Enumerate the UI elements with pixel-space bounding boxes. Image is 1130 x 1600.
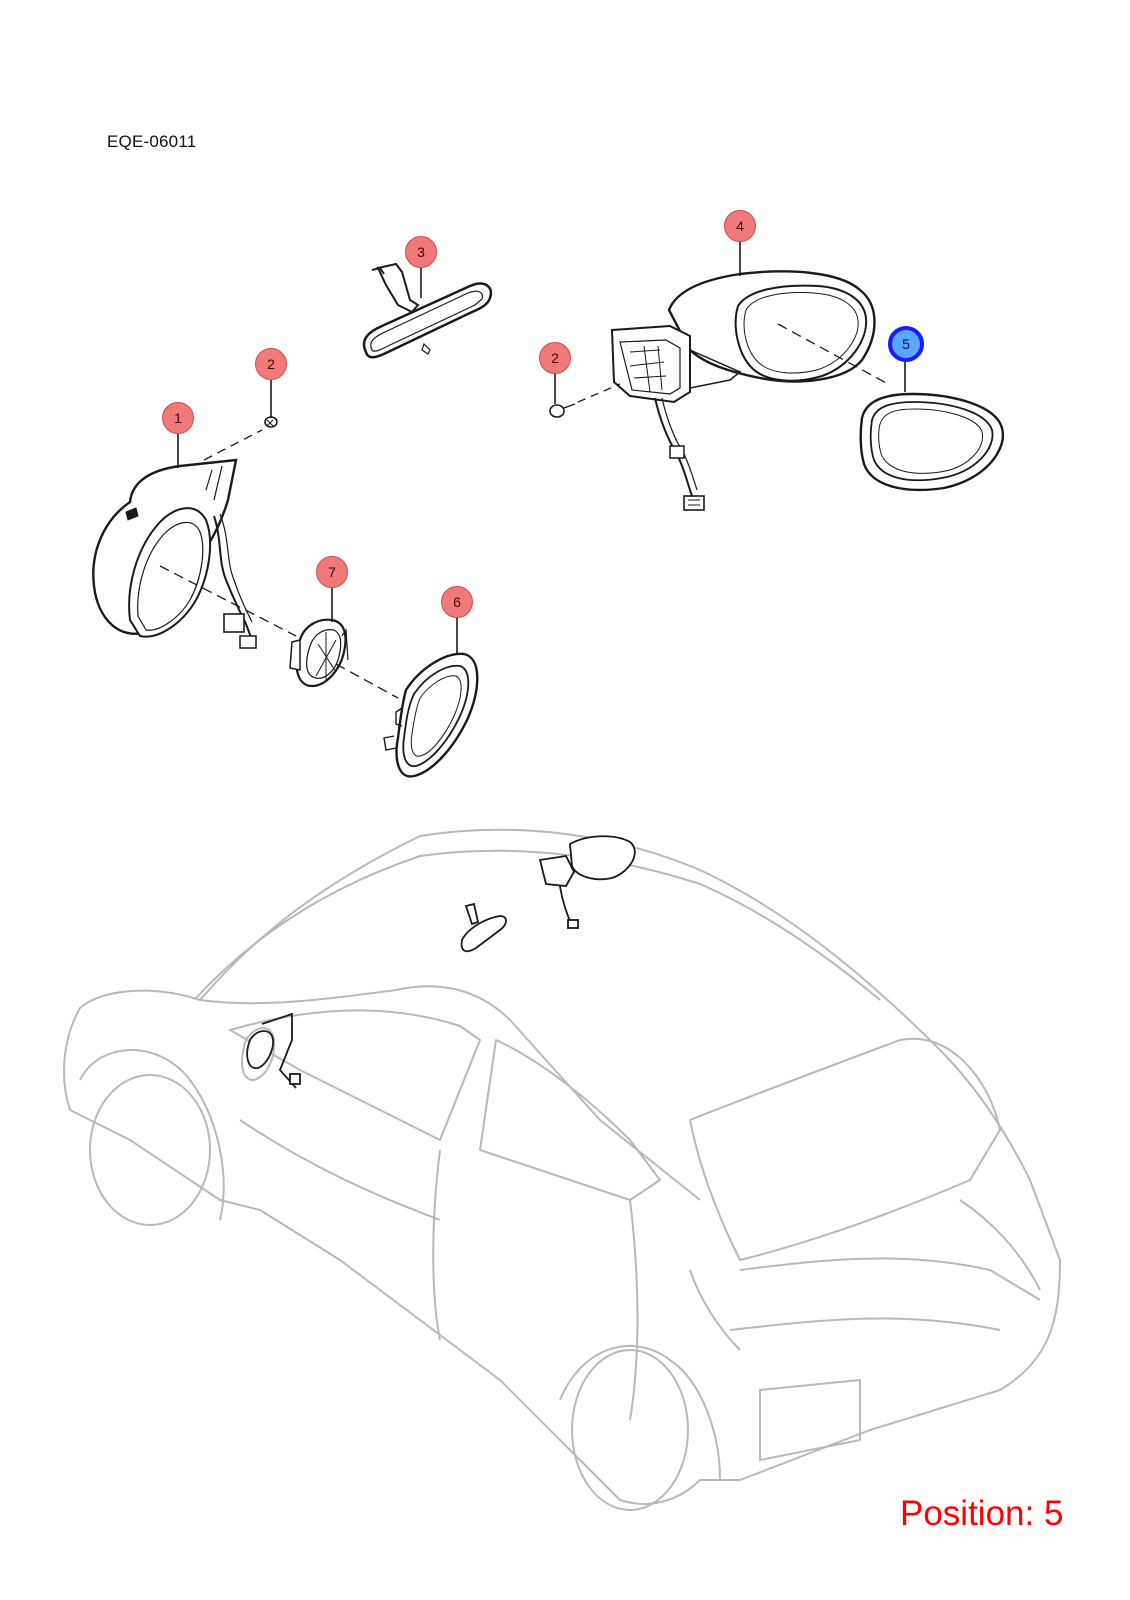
callout-5-selected[interactable]: 5 [888,326,924,362]
callout-4[interactable]: 4 [724,210,756,242]
exterior-mirror-left-part [92,429,297,649]
screw-parts [264,383,621,428]
mirror-glass-part [859,392,1005,492]
callout-1[interactable]: 1 [162,402,194,434]
callout-3[interactable]: 3 [405,236,437,268]
position-value: 5 [1043,1494,1064,1533]
callout-6[interactable]: 6 [441,586,473,618]
interior-mirror-part [362,262,493,359]
callout-leader-lines [177,240,906,654]
mirror-actuator-part [289,618,399,699]
callout-2-left[interactable]: 2 [255,348,287,380]
diagram-code-label: EQE-06011 [107,132,197,151]
vehicle-mirror-locations [246,835,636,1089]
callout-2-right[interactable]: 2 [539,342,571,374]
mirror-frame-part [383,652,479,778]
exterior-mirror-right-part [610,270,889,511]
callout-7[interactable]: 7 [316,556,348,588]
vehicle-outline [63,828,1061,1511]
position-readout: Position: 5 [900,1494,1063,1534]
position-label: Position: [900,1494,1035,1533]
